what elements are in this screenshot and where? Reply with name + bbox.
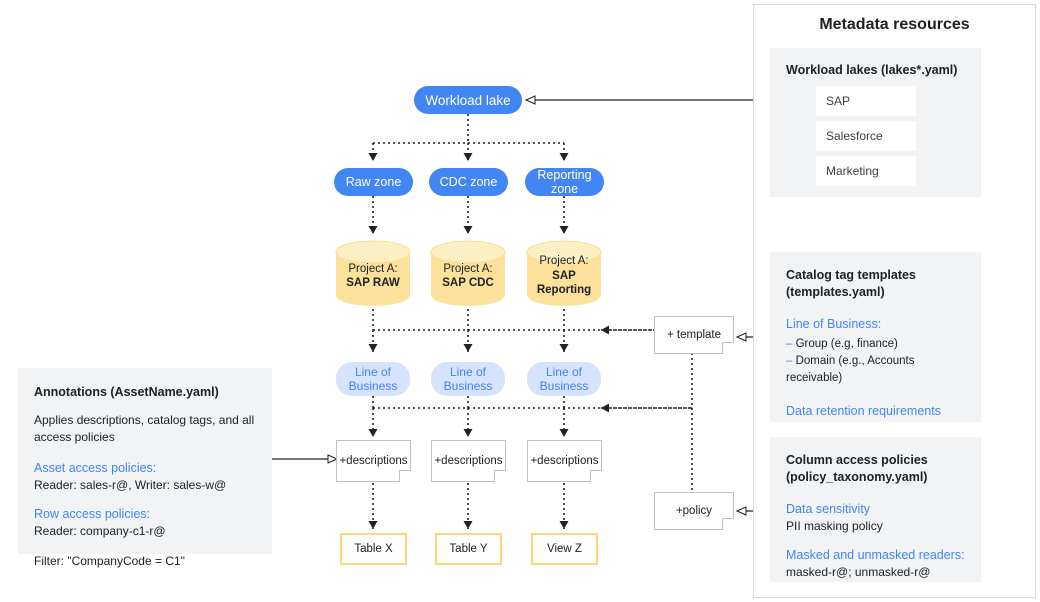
node-template-callout[interactable]: + template — [654, 316, 734, 354]
templates-bullet-1: Domain (e.g., Accounts receivable) — [786, 355, 915, 385]
node-zone-cdc[interactable]: CDC zone — [429, 168, 508, 196]
node-descriptions-reporting[interactable]: +descriptions — [527, 440, 602, 482]
bullet-dash-icon-2: – — [786, 355, 793, 368]
view-z-label: View Z — [547, 543, 582, 555]
zone-cdc-label: CDC zone — [439, 175, 498, 189]
project-sap-raw-prefix: Project A: — [348, 262, 398, 275]
descriptions-raw-label: +descriptions — [339, 455, 408, 467]
masked-readers-value: masked-r@; unmasked-r@ — [786, 565, 931, 580]
zone-reporting-label: Reporting zone — [537, 168, 592, 196]
templates-heading-line1: Catalog tag templates — [786, 268, 916, 282]
lake-item-marketing[interactable]: Marketing — [816, 156, 916, 186]
node-zone-reporting[interactable]: Reporting zone — [525, 168, 604, 196]
node-project-sap-raw[interactable]: Project A: SAP RAW — [336, 245, 410, 307]
row-access-value: Reader: company-c1-r@ — [34, 524, 166, 539]
descriptions-reporting-label: +descriptions — [530, 455, 599, 467]
bullet-dash-icon: – — [786, 337, 793, 350]
node-lob-raw[interactable]: Line of Business — [336, 362, 410, 396]
lob-cdc-line1: Line of — [449, 364, 486, 379]
table-x-label: Table X — [354, 543, 393, 555]
node-workload-lake[interactable]: Workload lake — [414, 86, 522, 114]
asset-access-value: Reader: sales-r@, Writer: sales-w@ — [34, 477, 227, 492]
project-sap-cdc-prefix: Project A: — [443, 262, 493, 275]
project-sap-cdc-name: SAP CDC — [442, 277, 494, 289]
descriptions-cdc-label: +descriptions — [434, 455, 503, 467]
data-sensitivity-value: PII masking policy — [786, 518, 883, 533]
node-descriptions-cdc[interactable]: +descriptions — [431, 440, 506, 482]
lake-item-salesforce-label: Salesforce — [826, 129, 883, 143]
annotations-filter: Filter: "CompanyCode = C1" — [34, 553, 185, 568]
node-zone-raw[interactable]: Raw zone — [334, 168, 413, 196]
lake-item-salesforce[interactable]: Salesforce — [816, 121, 916, 151]
annotations-title: Annotations (AssetName.yaml) — [34, 385, 219, 399]
project-sap-raw-name: SAP RAW — [346, 277, 400, 289]
node-policy-callout[interactable]: +policy — [654, 492, 734, 530]
masked-readers-heading: Masked and unmasked readers: — [786, 548, 965, 563]
templates-lob-heading: Line of Business: — [786, 316, 882, 331]
policy-callout-label: +policy — [675, 505, 713, 517]
lob-reporting-line2: Business — [539, 379, 589, 393]
node-table-x[interactable]: Table X — [340, 533, 407, 565]
workload-lake-label: Workload lake — [425, 92, 511, 108]
lake-item-sap-label: SAP — [826, 94, 851, 108]
node-lob-reporting[interactable]: Line of Business — [527, 362, 601, 396]
node-lob-cdc[interactable]: Line of Business — [431, 362, 505, 396]
template-callout-label: + template — [666, 329, 722, 341]
annotations-intro: Applies descriptions, catalog tags, and … — [34, 412, 255, 445]
lake-item-marketing-label: Marketing — [826, 164, 879, 178]
templates-bullet-group-2: – Domain (e.g., Accounts receivable) — [786, 353, 965, 388]
lob-reporting-line1: Line of — [545, 364, 582, 379]
annotations-panel: Annotations (AssetName.yaml) Applies des… — [18, 368, 272, 568]
lob-cdc-line2: Business — [443, 379, 493, 393]
column-access-policies-group: Column access policies (policy_taxonomy.… — [770, 437, 981, 582]
node-descriptions-raw[interactable]: +descriptions — [336, 440, 411, 482]
catalog-tag-templates-group: Catalog tag templates (templates.yaml) L… — [770, 252, 981, 422]
templates-bullet-0: Group (e.g, finance) — [795, 337, 898, 350]
node-table-y[interactable]: Table Y — [435, 533, 502, 565]
project-sap-reporting-prefix: Project A: — [539, 255, 589, 268]
zone-raw-label: Raw zone — [345, 175, 402, 189]
lake-item-sap[interactable]: SAP — [816, 86, 916, 116]
templates-retention: Data retention requirements — [786, 403, 941, 418]
asset-access-heading: Asset access policies: — [34, 460, 157, 475]
lob-raw-line2: Business — [348, 379, 398, 393]
project-sap-reporting-name: SAP Reporting — [536, 269, 592, 297]
row-access-heading: Row access policies: — [34, 507, 151, 522]
templates-heading-line2: (templates.yaml) — [786, 284, 885, 299]
workload-lakes-heading: Workload lakes (lakes*.yaml) — [786, 63, 958, 77]
templates-bullet-group: – Group (e.g, finance) — [786, 336, 965, 353]
data-sensitivity-heading: Data sensitivity — [786, 501, 871, 516]
node-project-sap-reporting[interactable]: Project A: SAP Reporting — [527, 245, 601, 307]
table-y-label: Table Y — [449, 543, 488, 555]
metadata-resources-title: Metadata resources — [819, 16, 970, 33]
policies-heading-line1: Column access policies — [786, 453, 928, 467]
node-project-sap-cdc[interactable]: Project A: SAP CDC — [431, 245, 505, 307]
policies-heading-line2: (policy_taxonomy.yaml) — [786, 469, 928, 484]
node-view-z[interactable]: View Z — [531, 533, 598, 565]
lob-raw-line1: Line of — [354, 364, 391, 379]
